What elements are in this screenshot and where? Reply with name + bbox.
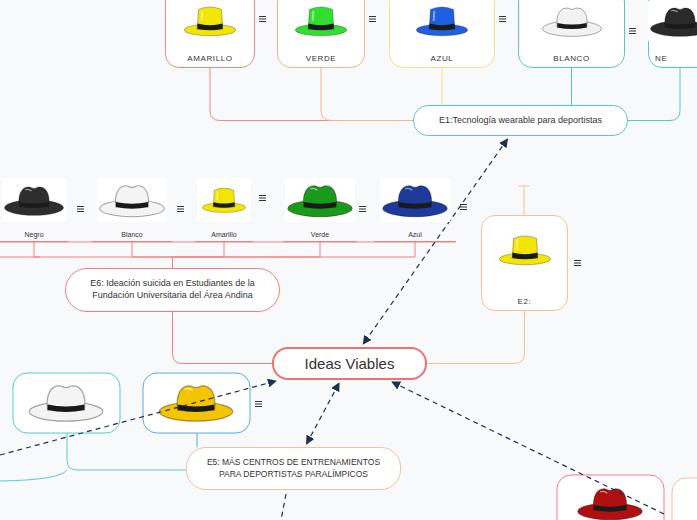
- hat-card: [143, 373, 250, 433]
- branch-line: [67, 433, 186, 470]
- topic-text: Ideas Viables: [305, 354, 395, 374]
- hat-icon: [2, 178, 66, 222]
- branch-line: [210, 68, 413, 121]
- branch-line: [571, 68, 572, 105]
- branch-line: [427, 311, 525, 364]
- hat-label: Verde: [283, 231, 357, 238]
- hat-label: BLANCO: [519, 54, 624, 63]
- branch-line: [628, 68, 680, 121]
- branch-line: [173, 242, 416, 268]
- hat-card: [13, 373, 120, 433]
- dashed-arrow: [392, 382, 664, 514]
- dashed-arrow: [0, 381, 276, 455]
- hat-icon: [380, 178, 450, 222]
- dashed-arrow: [307, 383, 340, 444]
- hat-item: Verde: [283, 170, 357, 242]
- hat-icon: [159, 386, 233, 421]
- hat-label: Azul: [374, 231, 456, 238]
- hat-card: BLANCO: [518, 0, 625, 68]
- branch-line: [132, 242, 173, 268]
- note-icons: [77, 17, 636, 407]
- branch-line: [0, 470, 67, 481]
- hat-card: AMARILLO: [165, 0, 255, 68]
- stub-line: [518, 186, 530, 215]
- hat-item: Amarillo: [195, 170, 253, 242]
- hat-label: Negro: [0, 231, 68, 238]
- hat-item: Blanco: [92, 170, 172, 242]
- hat-icon: [578, 489, 642, 520]
- hat-card: E2:: [481, 215, 568, 311]
- branch-line: [173, 242, 225, 268]
- topic-box: Ideas Viables: [272, 347, 427, 380]
- topic-box: E1:Tecnología wearable para deportistas: [413, 105, 628, 136]
- dashed-line: [281, 494, 286, 520]
- hat-icon: [178, 1, 242, 41]
- hat-label: VERDE: [278, 54, 364, 63]
- hat-icon: [648, 1, 697, 41]
- branch-line: [34, 242, 173, 268]
- topic-box: E6: Ideación suicida en Estudiantes de l…: [65, 268, 280, 312]
- hat-item: Azul: [374, 170, 456, 242]
- hat-card: NE: [648, 0, 697, 68]
- topic-text: E6: Ideación suicida en Estudiantes de l…: [80, 278, 265, 301]
- hat-background: [572, 479, 648, 520]
- hat-label: Amarillo: [195, 231, 253, 238]
- hat-label: AZUL: [390, 54, 494, 63]
- branch-line: [442, 68, 443, 105]
- hat-icon: [493, 230, 557, 270]
- topic-text: E1:Tecnología wearable para deportistas: [439, 115, 602, 127]
- hat-card: [557, 475, 664, 520]
- hat-label: NE: [655, 54, 667, 63]
- branch-line: [197, 433, 198, 447]
- topic-box: E5: MÁS CENTROS DE ENTRENAMIENTOS PARA D…: [186, 447, 401, 490]
- branch-line: [173, 242, 321, 268]
- hat-icon: [285, 178, 355, 222]
- hat-icon: [97, 178, 167, 222]
- hat-icon: [540, 1, 604, 41]
- hat-icon: [197, 178, 251, 222]
- hat-card: [672, 478, 697, 520]
- hat-label: AMARILLO: [166, 54, 254, 63]
- hat-card: AZUL: [389, 0, 495, 68]
- hat-item: Negro: [0, 170, 68, 242]
- hat-card: VERDE: [277, 0, 365, 68]
- hat-icon: [289, 1, 353, 41]
- hat-label: Blanco: [92, 231, 172, 238]
- hat-icon: [410, 1, 474, 41]
- branch-line: [321, 68, 413, 121]
- topic-text: E5: MÁS CENTROS DE ENTRENAMIENTOS PARA D…: [201, 457, 386, 479]
- hat-icon: [29, 386, 103, 421]
- hat-label: E2:: [482, 297, 567, 306]
- branch-line: [173, 312, 273, 364]
